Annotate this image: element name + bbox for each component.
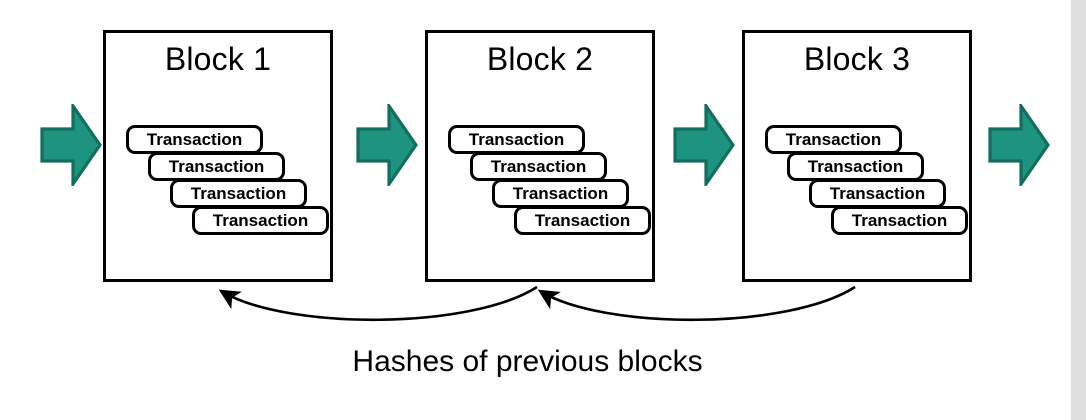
block-1: Block 1 Transaction Transaction Transact… <box>103 30 333 282</box>
block-3-transaction-2: Transaction <box>787 152 924 181</box>
block-3: Block 3 Transaction Transaction Transact… <box>742 30 972 282</box>
flow-arrow-in <box>40 104 102 186</box>
block-1-transaction-4: Transaction <box>192 206 329 235</box>
block-3-transaction-1: Transaction <box>765 125 902 154</box>
block-2: Block 2 Transaction Transaction Transact… <box>425 30 655 282</box>
hash-arc-2-to-1 <box>218 285 538 322</box>
block-2-transaction-3: Transaction <box>492 179 629 208</box>
block-3-transaction-4: Transaction <box>831 206 968 235</box>
block-3-transaction-3: Transaction <box>809 179 946 208</box>
block-2-title: Block 2 <box>486 41 594 77</box>
block-1-title: Block 1 <box>164 41 272 77</box>
block-1-transaction-3: Transaction <box>170 179 307 208</box>
block-2-transaction-1: Transaction <box>448 125 585 154</box>
vertical-scrollbar[interactable] <box>1070 0 1086 420</box>
flow-arrow-out <box>988 104 1050 186</box>
block-2-transaction-2: Transaction <box>470 152 607 181</box>
flow-arrow-1-to-2 <box>356 104 418 186</box>
block-3-title: Block 3 <box>803 41 911 77</box>
hash-arc-3-to-2 <box>537 285 856 322</box>
flow-arrow-2-to-3 <box>673 104 735 186</box>
block-1-transaction-1: Transaction <box>126 125 263 154</box>
block-1-transaction-2: Transaction <box>148 152 285 181</box>
diagram-caption: Hashes of previous blocks <box>352 345 703 378</box>
block-2-transaction-4: Transaction <box>514 206 651 235</box>
